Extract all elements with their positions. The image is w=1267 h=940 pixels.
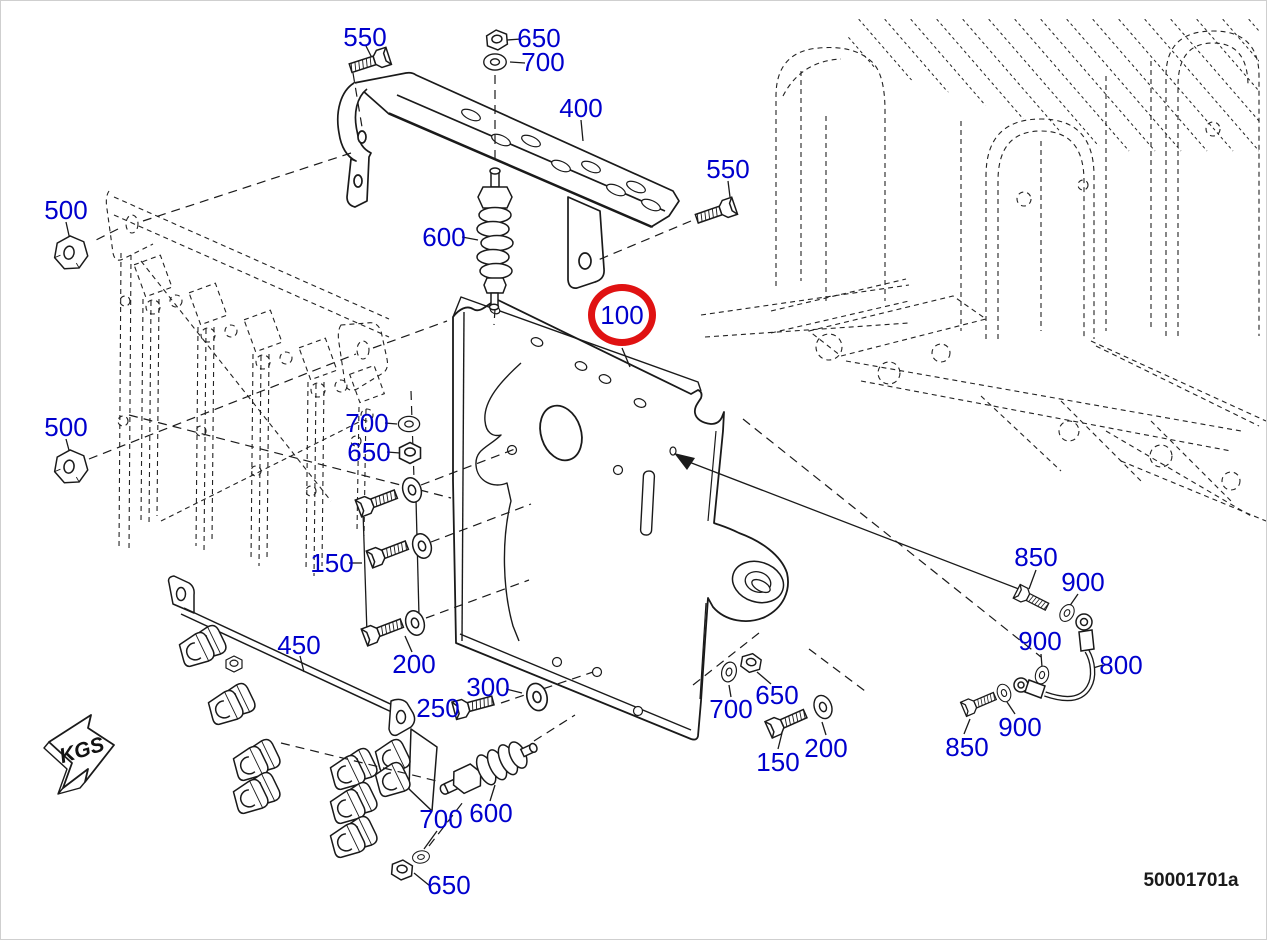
part-callout-650[interactable]: 650 xyxy=(755,680,799,710)
part-callout-850[interactable]: 850 xyxy=(1014,542,1058,572)
washer-200 xyxy=(408,530,436,562)
bracket-400 xyxy=(336,71,680,289)
part-callout-850[interactable]: 850 xyxy=(945,732,989,762)
ground-cable-800 xyxy=(1013,613,1096,702)
bolt-850 xyxy=(1012,583,1052,615)
part-callout-700[interactable]: 700 xyxy=(709,694,753,724)
part-callout-600[interactable]: 600 xyxy=(469,798,513,828)
damper-600-top xyxy=(476,167,514,311)
assembly-axes xyxy=(88,72,1042,847)
part-callout-700[interactable]: 700 xyxy=(521,47,565,77)
nut-650-bottom xyxy=(390,858,414,882)
part-callout-500[interactable]: 500 xyxy=(44,412,88,442)
engine-cooling-fins xyxy=(847,19,1259,152)
part-callout-800[interactable]: 800 xyxy=(1099,650,1143,680)
washer-900 xyxy=(994,681,1014,705)
bolt-150 xyxy=(354,485,400,518)
washer-900 xyxy=(1056,601,1078,625)
part-callout-650[interactable]: 650 xyxy=(347,437,391,467)
part-callout-500[interactable]: 500 xyxy=(44,195,88,225)
part-callout-450[interactable]: 450 xyxy=(277,630,321,660)
part-callout-200[interactable]: 200 xyxy=(804,733,848,763)
leader-lines xyxy=(65,38,1104,887)
main-bracket-100 xyxy=(452,296,789,741)
washer-300 xyxy=(523,680,551,714)
engine-left-reference xyxy=(105,190,390,577)
bolt-550-right xyxy=(693,196,739,229)
bolt-850 xyxy=(959,688,999,718)
washer-200-foot xyxy=(810,692,836,722)
locknut-500 xyxy=(52,233,92,274)
part-callout-550[interactable]: 550 xyxy=(706,154,750,184)
drawing-number: 50001701a xyxy=(1143,870,1239,891)
kgs-arrow-icon xyxy=(43,714,115,795)
nut-650 xyxy=(398,441,422,465)
part-callout-650[interactable]: 650 xyxy=(517,23,561,53)
part-callout-200[interactable]: 200 xyxy=(392,649,436,679)
part-callout-600[interactable]: 600 xyxy=(422,222,466,252)
nut-650-foot xyxy=(739,651,763,675)
part-callout-400[interactable]: 400 xyxy=(559,93,603,123)
damper-600-bottom xyxy=(439,741,538,795)
part-callout-700[interactable]: 700 xyxy=(345,408,389,438)
engine-right-reference xyxy=(700,30,1266,522)
washer-200 xyxy=(398,474,426,506)
part-callout-700[interactable]: 700 xyxy=(419,804,463,834)
locknut-500 xyxy=(52,447,92,488)
part-callout-150[interactable]: 150 xyxy=(756,747,800,777)
bolt-150 xyxy=(360,614,406,647)
part-callout-250[interactable]: 250 xyxy=(416,693,460,723)
clamp-bracket-450 xyxy=(167,575,438,862)
part-callout-300[interactable]: 300 xyxy=(466,672,510,702)
pointer-arrowhead xyxy=(674,453,695,470)
part-callout-900[interactable]: 900 xyxy=(1018,626,1062,656)
washer-200 xyxy=(401,607,429,639)
nut-650-top xyxy=(485,28,509,52)
washer-700-top xyxy=(483,53,507,71)
part-callout-150[interactable]: 150 xyxy=(310,548,354,578)
bolt-150 xyxy=(365,536,411,569)
washer-700 xyxy=(397,415,421,433)
washer-700-foot xyxy=(718,659,740,685)
part-callout-900[interactable]: 900 xyxy=(998,712,1042,742)
part-callout-100[interactable]: 100 xyxy=(588,284,656,346)
part-callout-650[interactable]: 650 xyxy=(427,870,471,900)
bolt-150-foot xyxy=(764,704,810,739)
washer-700-bottom xyxy=(411,848,431,866)
part-callout-550[interactable]: 550 xyxy=(343,22,387,52)
part-callout-900[interactable]: 900 xyxy=(1061,567,1105,597)
